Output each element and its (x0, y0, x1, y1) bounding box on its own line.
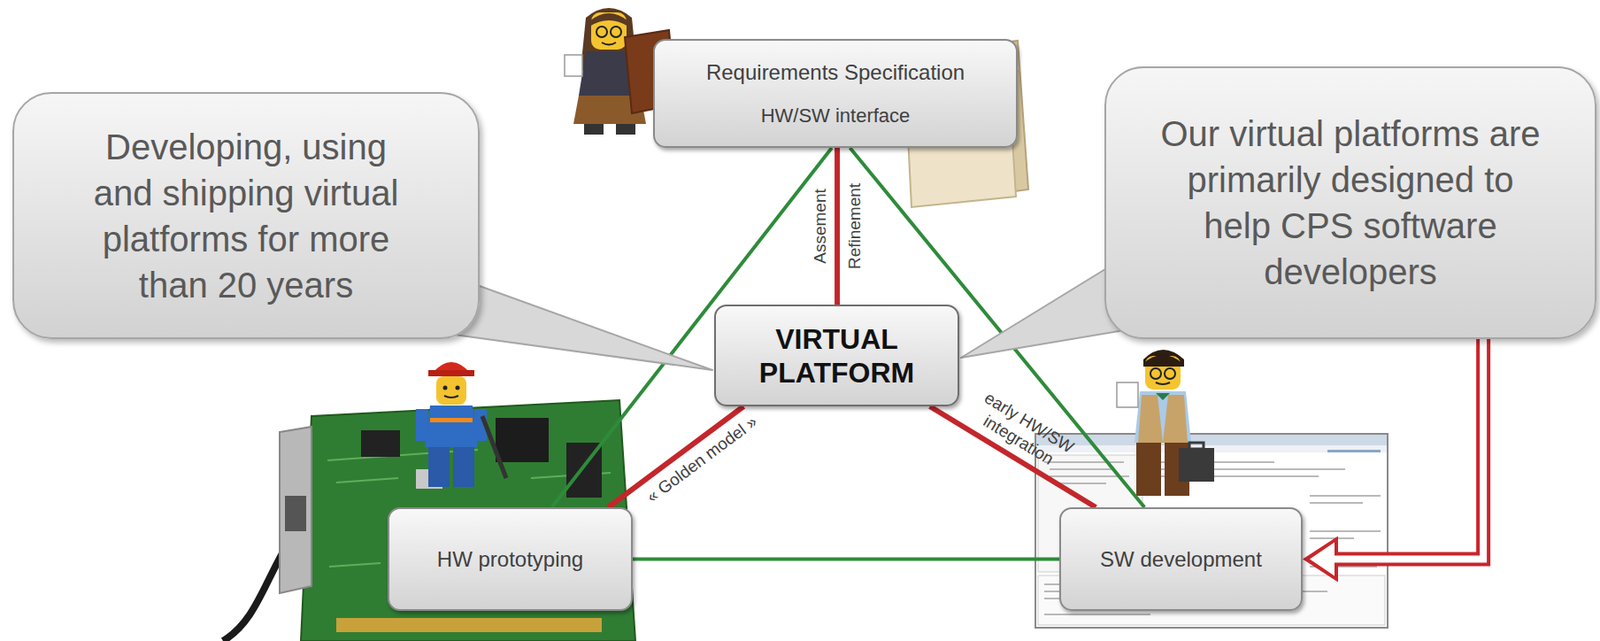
lego-figure (1116, 382, 1139, 408)
lego-figure (1150, 368, 1162, 379)
callout-text: Developing, using and shipping virtual p… (72, 123, 420, 308)
red-link (607, 406, 744, 508)
outline-arrow (1334, 337, 1484, 560)
lego-figure (1162, 394, 1188, 443)
pcb-board (336, 617, 602, 632)
lego-figure (424, 405, 478, 447)
pcb-board (300, 400, 636, 641)
lego-figure (1155, 392, 1170, 400)
edge-label: Refinement (845, 183, 866, 270)
lego-figure (584, 123, 604, 135)
lego-figure (1138, 394, 1163, 443)
lego-figure (430, 417, 473, 423)
lego-figure (428, 369, 475, 377)
box-label: HW prototyping (437, 546, 584, 573)
lego-figure (443, 385, 448, 391)
screenshot (1035, 433, 1388, 628)
lego-figure (596, 26, 608, 38)
lego-figure (601, 42, 616, 46)
lego-figure (1189, 442, 1204, 449)
screenshot (1327, 449, 1381, 453)
sw-development-box: SW development (1059, 507, 1303, 611)
pcb-board (284, 495, 307, 531)
lego-figure (482, 415, 507, 478)
lego-figure (1134, 391, 1192, 443)
virtual-platform-box: VIRTUAL PLATFORM (714, 304, 960, 407)
pcb-board (279, 426, 312, 593)
lego-figure (1164, 368, 1176, 379)
pcb-board (361, 430, 400, 457)
green-link (632, 558, 1060, 560)
speech-callout: Developing, using and shipping virtual p… (12, 92, 480, 339)
red-link (837, 147, 839, 305)
lego-figure (1155, 382, 1170, 385)
red-link (607, 406, 744, 508)
speech-callout: Our virtual platforms are primarily desi… (1104, 66, 1597, 339)
lego-figure (455, 385, 461, 391)
edge-label: « Golden model » (642, 411, 762, 508)
callout-text: Our virtual platforms are primarily desi… (1154, 110, 1547, 295)
lego-figure (1116, 349, 1215, 496)
lego-figure (453, 446, 475, 487)
lego-figure (610, 26, 622, 38)
red-link (834, 147, 840, 305)
green-link (632, 557, 1060, 562)
hw-prototyping-box: HW prototyping (387, 507, 633, 611)
outline-arrow (1338, 337, 1484, 560)
arrow-head (1309, 542, 1335, 577)
lego-figure (436, 376, 467, 405)
lego-figure (1178, 447, 1215, 482)
lego-figure (444, 395, 459, 398)
screenshot (1035, 433, 1388, 628)
edge-label: Assement (809, 188, 831, 263)
lego-figure (564, 54, 583, 77)
requirements-box: Requirements SpecificationHW/SW interfac… (653, 38, 1018, 148)
lego-figure (415, 361, 507, 487)
lego-figure (615, 123, 636, 135)
box-label: SW development (1100, 546, 1262, 573)
box-label: VIRTUAL PLATFORM (730, 322, 944, 390)
lego-figure (1136, 442, 1162, 496)
edge-label: early HW/SW integration (964, 384, 1085, 479)
arrow-head (1302, 536, 1339, 583)
pcb-board (495, 417, 549, 462)
screenshot (1044, 461, 1381, 615)
pcb-board (223, 400, 636, 641)
box-label: HW/SW interface (761, 103, 911, 129)
outline-arrow (1302, 337, 1484, 583)
lego-figure (1143, 354, 1183, 367)
lego-figure (428, 446, 450, 487)
lego-figure (589, 13, 629, 27)
box-label: Requirements Specification (706, 59, 965, 86)
